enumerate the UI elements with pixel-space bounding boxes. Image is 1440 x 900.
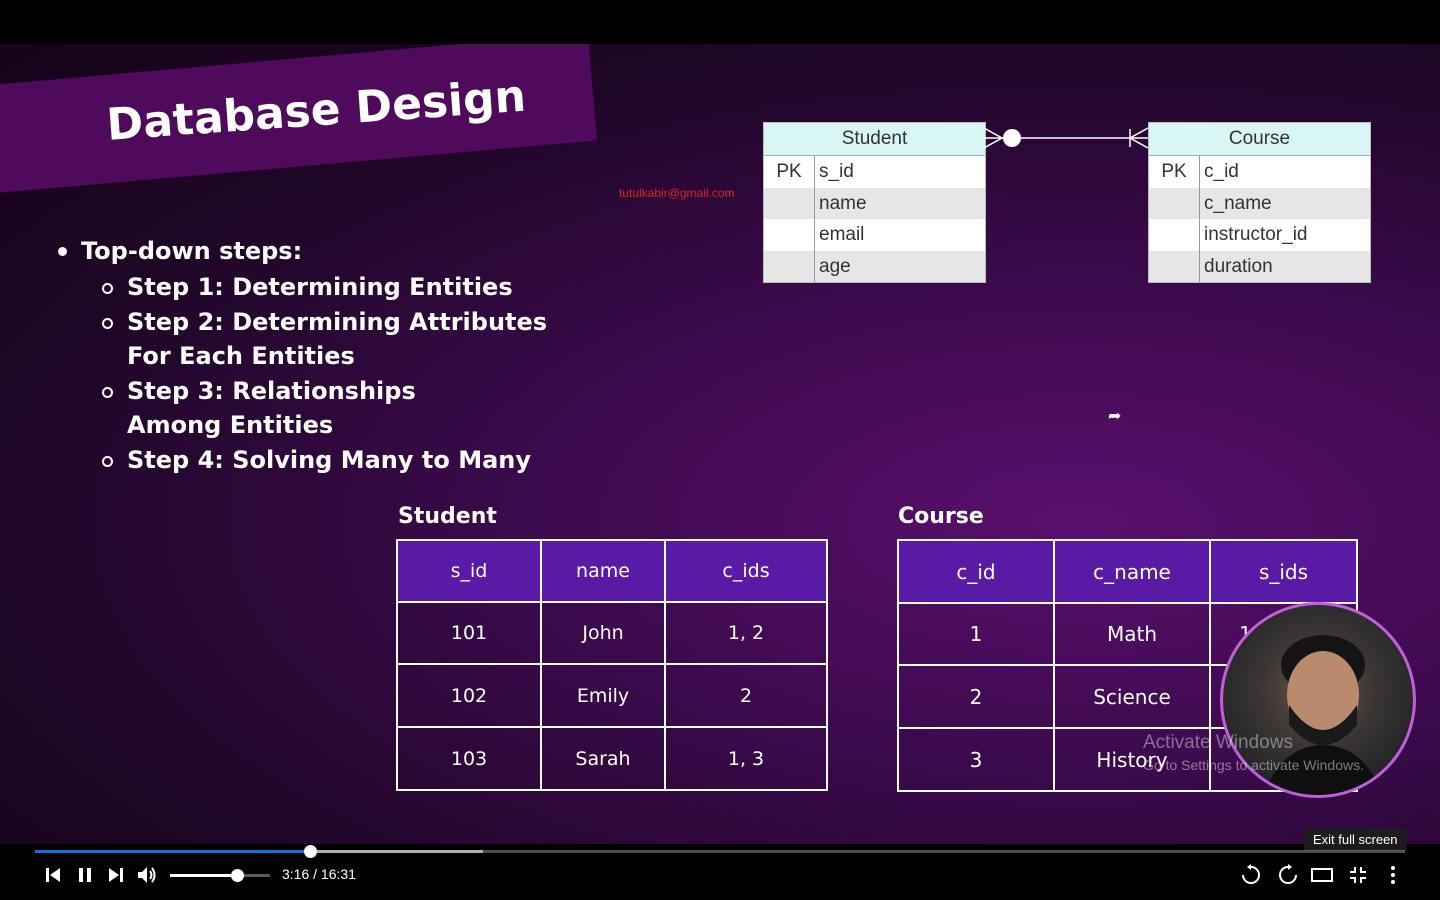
next-button[interactable] xyxy=(103,862,129,888)
exit-fullscreen-icon xyxy=(1350,867,1366,883)
step-item: Step 2: Determining Attributes For Each … xyxy=(102,305,567,374)
more-options-button[interactable] xyxy=(1381,862,1405,888)
pause-button[interactable] xyxy=(72,862,98,888)
volume-slider[interactable] xyxy=(170,869,270,882)
activate-windows-subtitle: Go to Settings to activate Windows. xyxy=(1143,757,1364,773)
forward-button[interactable] xyxy=(1275,862,1301,888)
seek-handle[interactable] xyxy=(304,845,318,858)
seek-bar[interactable] xyxy=(35,845,1405,858)
rewind-10-icon xyxy=(1242,864,1260,884)
volume-handle[interactable] xyxy=(231,869,244,882)
student-table-title: Student xyxy=(398,504,497,529)
skip-previous-icon xyxy=(46,868,60,882)
exit-fullscreen-button[interactable] xyxy=(1345,862,1371,888)
step-item: Step 3: Relationships Among Entities xyxy=(102,374,567,443)
played-progress xyxy=(35,850,311,853)
presenter-webcam xyxy=(1220,602,1416,798)
bullet-dot xyxy=(58,246,67,256)
exit-fullscreen-tooltip: Exit full screen xyxy=(1304,828,1407,851)
bullet-list: Top-down steps: Step 1: Determining Enti… xyxy=(58,234,567,477)
volume-level xyxy=(170,874,237,877)
activate-windows-title: Activate Windows xyxy=(1143,732,1293,753)
theater-mode-button[interactable] xyxy=(1309,862,1335,888)
steps-list: Step 1: Determining Entities Step 2: Det… xyxy=(102,270,567,477)
video-frame[interactable]: Database Design tutulkabir@gmail.com Top… xyxy=(0,44,1440,844)
erd-entity-title: Student xyxy=(764,123,985,156)
erd-entity-title: Course xyxy=(1149,123,1370,156)
rewind-button[interactable] xyxy=(1238,862,1264,888)
time-display: 3:16 / 16:31 xyxy=(282,866,356,882)
top-bullet: Top-down steps: xyxy=(81,237,303,265)
email-watermark: tutulkabir@gmail.com xyxy=(619,186,735,200)
previous-button[interactable] xyxy=(40,862,66,888)
pause-icon xyxy=(79,868,91,882)
skip-next-icon xyxy=(109,868,123,882)
mute-button[interactable] xyxy=(134,862,160,888)
forward-10-icon xyxy=(1279,864,1297,884)
volume-icon xyxy=(138,867,156,883)
more-vertical-icon xyxy=(1391,866,1395,884)
erd-relationship-connector xyxy=(984,127,1149,149)
step-item: Step 4: Solving Many to Many xyxy=(102,443,567,478)
move-cursor-icon: ➦ xyxy=(1108,406,1122,425)
theater-mode-icon xyxy=(1311,868,1333,882)
course-table-title: Course xyxy=(898,504,984,529)
step-item: Step 1: Determining Entities xyxy=(102,270,567,305)
